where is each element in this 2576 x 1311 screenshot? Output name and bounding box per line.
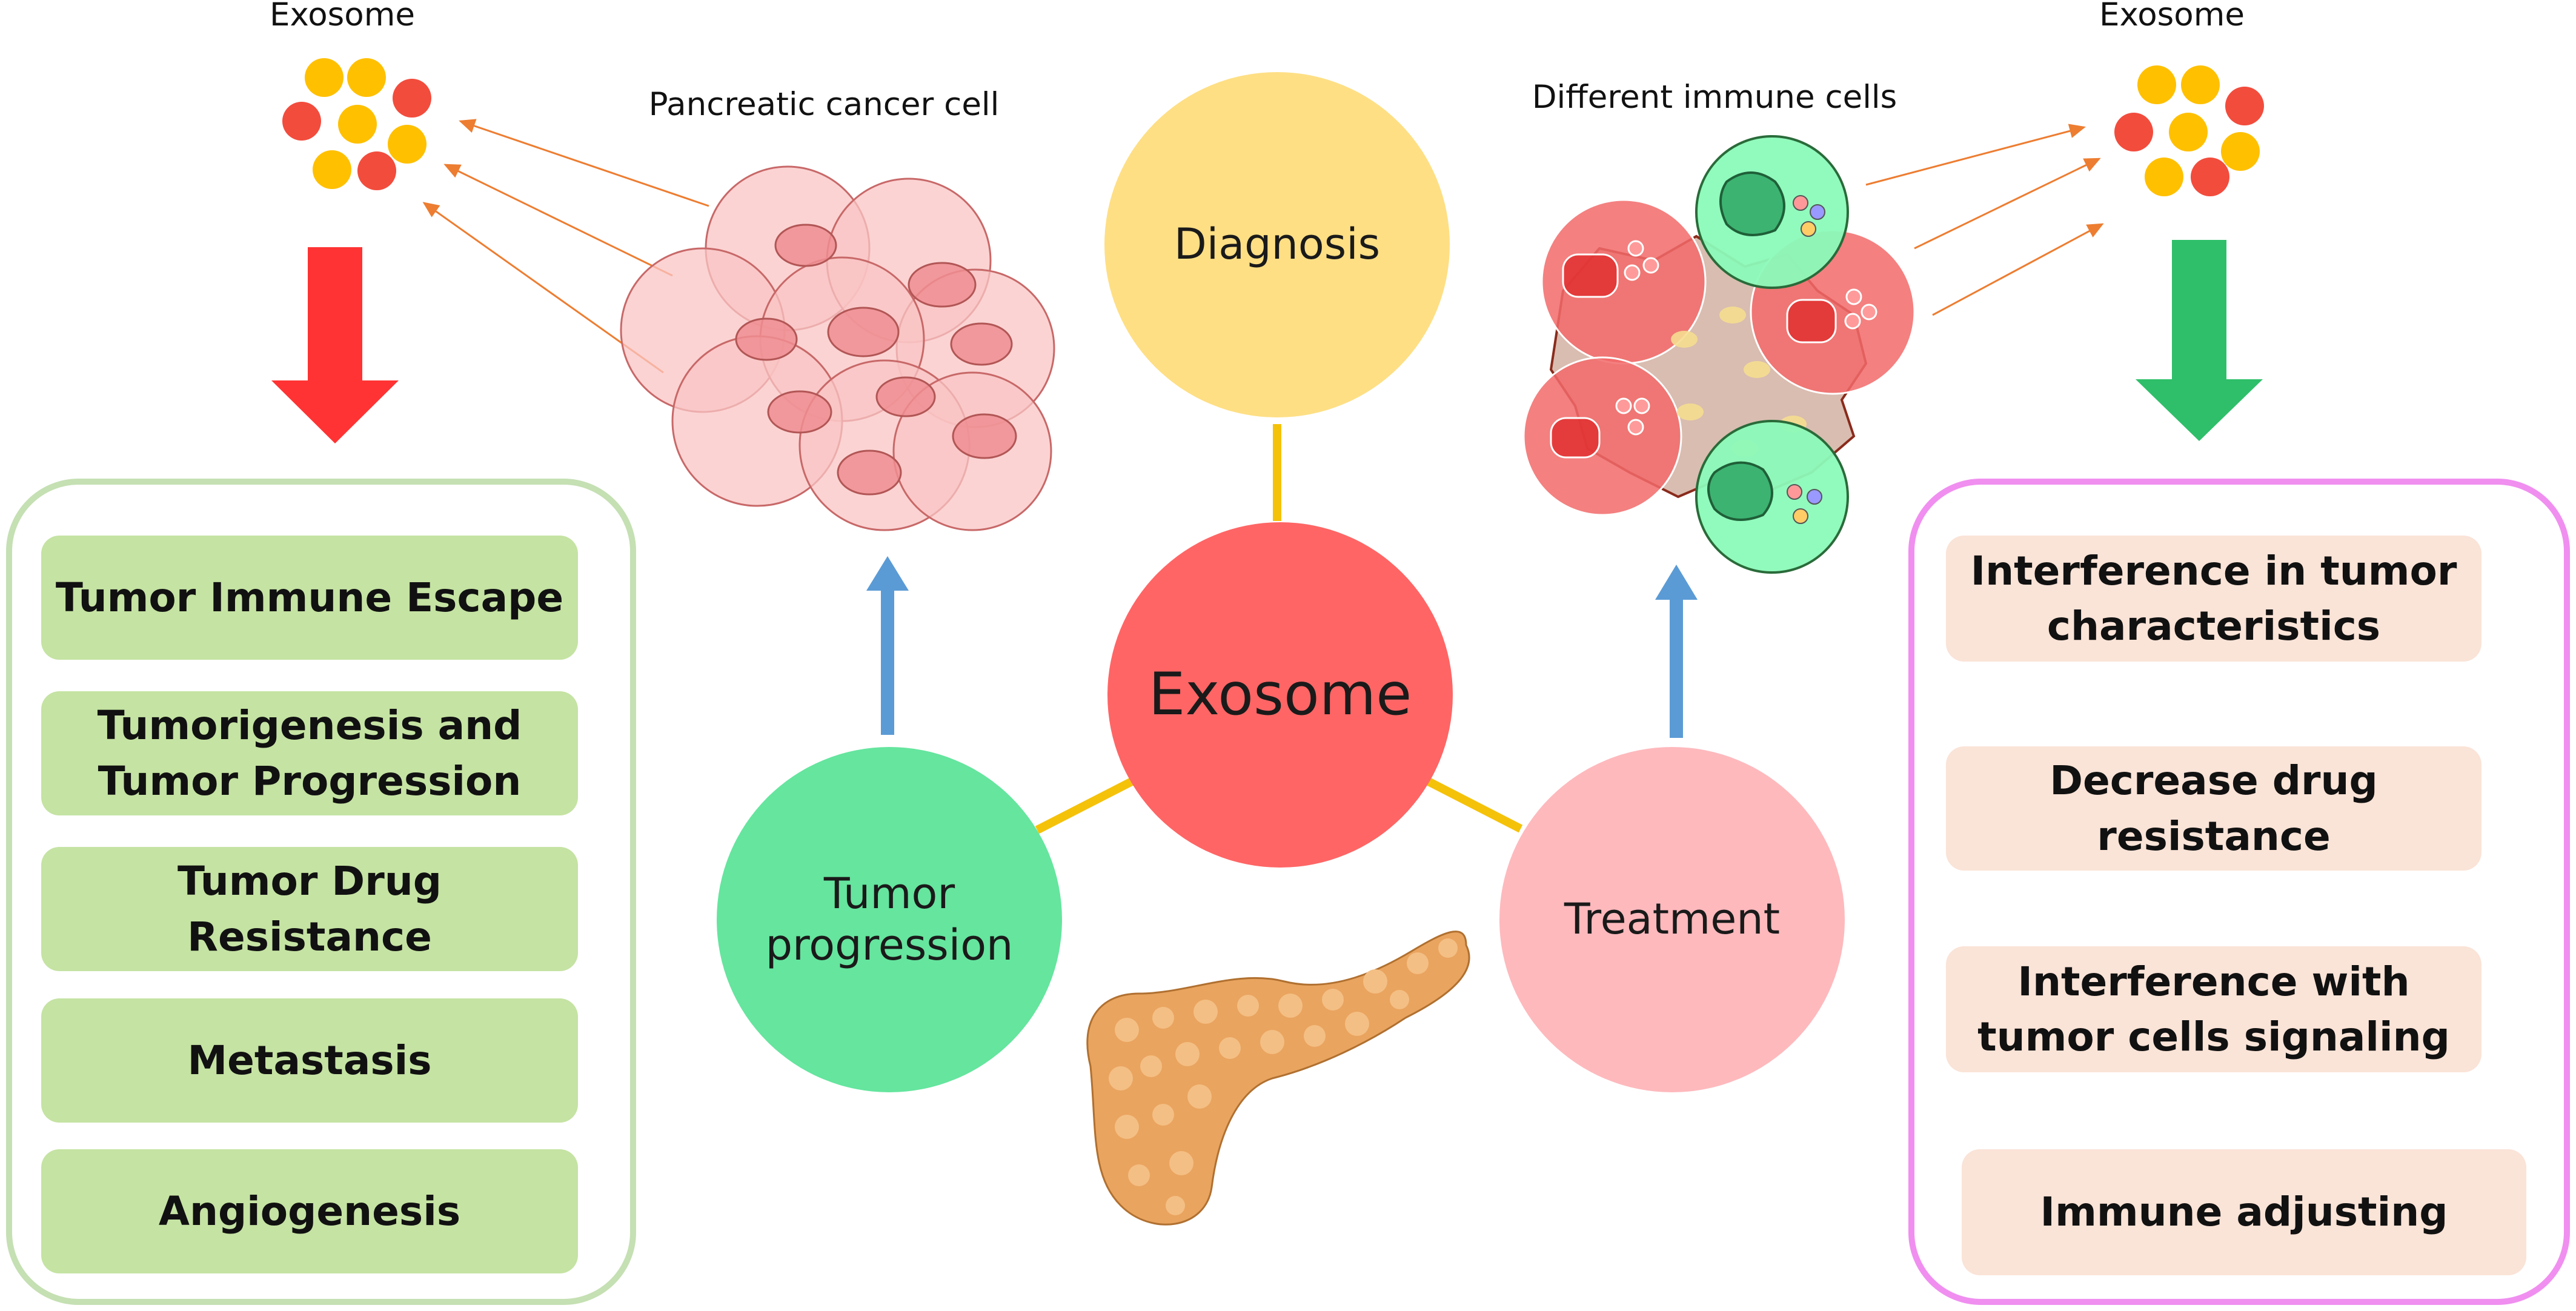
up-arrow-right (1655, 565, 1698, 738)
right-effect-item: Interference with tumor cells signaling (1946, 946, 2481, 1072)
exosome-label-right: Exosome (2099, 0, 2245, 33)
treatment-label: Treatment (1564, 894, 1781, 944)
exosome-cluster-left (282, 58, 431, 190)
left-effect-item: Tumor Immune Escape (41, 536, 578, 660)
right-effect-item: Immune adjusting (1962, 1149, 2526, 1275)
left-effect-item: Tumor Drug Resistance (41, 847, 578, 971)
tumor-progression-circle (717, 747, 1062, 1092)
left-effect-item: Metastasis (41, 998, 578, 1123)
immune-cells-illustration (1522, 135, 1916, 574)
up-arrow-left (866, 556, 909, 735)
exosome-label-left: Exosome (270, 0, 415, 33)
exosome-cluster-right (2114, 65, 2264, 196)
emission-arrows-right (1865, 124, 2104, 316)
diagnosis-label: Diagnosis (1173, 219, 1381, 270)
left-effects-panel (6, 479, 636, 1305)
right-effect-item: Decrease drug resistance (1946, 746, 2481, 871)
treatment-circle (1499, 747, 1845, 1092)
left-effect-item: Tumorigenesis and Tumor Progression (41, 691, 578, 815)
pancreatic-cancer-cell-illustration (620, 165, 1055, 531)
pancreas-organ-illustration (1086, 931, 1470, 1226)
left-effect-item: Angiogenesis (41, 1149, 578, 1273)
right-effect-item: Interference in tumor characteristics (1946, 536, 2481, 662)
exosome-center-label: Exosome (1148, 660, 1412, 729)
down-arrow-left (271, 247, 399, 443)
tumor-progression-label: Tumor progression (765, 868, 1014, 970)
exosome-center-circle (1107, 522, 1453, 868)
diagnosis-circle (1104, 72, 1450, 417)
connector-lines (1035, 424, 1523, 834)
pancreatic-cancer-cell-label: Pancreatic cancer cell (648, 86, 1000, 123)
immune-cells-label: Different immune cells (1532, 79, 1897, 116)
right-effects-panel (1908, 479, 2570, 1305)
down-arrow-right (2136, 240, 2263, 441)
